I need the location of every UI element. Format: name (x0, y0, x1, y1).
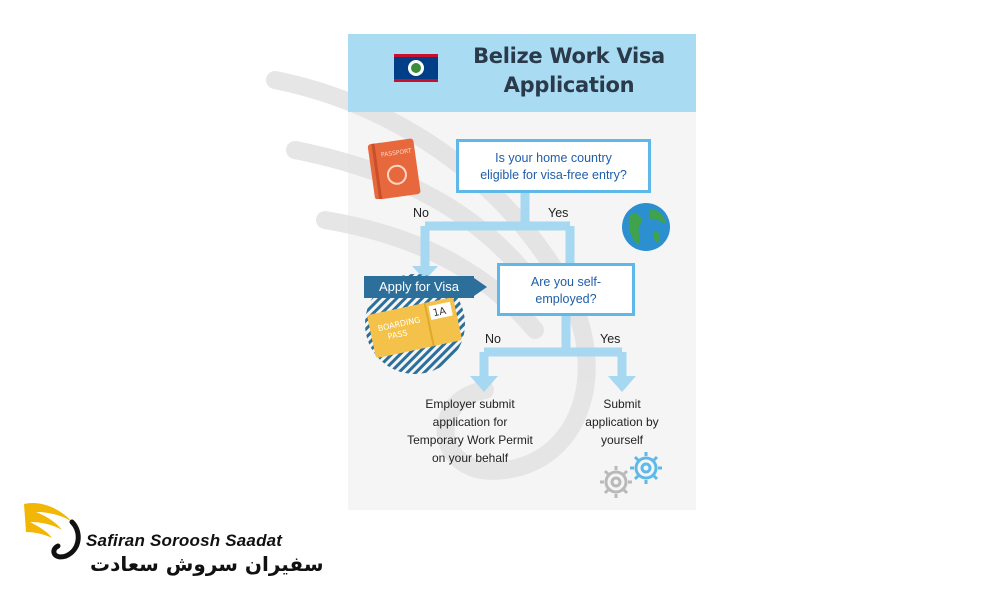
title-line-1: Belize Work Visa (473, 44, 665, 68)
result-employer-line-3: Temporary Work Permit (407, 433, 533, 447)
branch-2-yes-label: Yes (600, 332, 621, 346)
brand-name-persian: سفیران سروش سعادت (90, 552, 324, 576)
result-self-line-2: application by (585, 415, 659, 429)
question-self-employed-line-1: Are you self- (530, 275, 602, 289)
boarding-pass-illustration: BOARDING PASS 1A (365, 274, 465, 374)
globe-icon (622, 203, 670, 251)
belize-flag-icon (394, 54, 438, 82)
result-employer-line-4: on your behalf (431, 451, 509, 465)
question-self-employed-box: Are you self- employed? (497, 263, 635, 316)
result-employer-line-2: application for (432, 415, 508, 429)
boarding-pass-seat: 1A (432, 306, 447, 320)
question-self-employed-line-2: employed? (535, 292, 597, 306)
gears-icon (600, 452, 662, 498)
brand-name-english: Safiran Soroosh Saadat (86, 531, 283, 550)
question-visa-free-line-1: Is your home country (495, 151, 612, 165)
result-employer-line-1: Employer submit (425, 397, 515, 411)
brand-logo-icon (24, 502, 81, 560)
result-self: Submit application by yourself (570, 395, 674, 449)
apply-for-visa-label: Apply for Visa (364, 276, 474, 298)
title-banner: Belize Work Visa Application (348, 34, 696, 112)
result-employer: Employer submit application for Temporar… (390, 395, 550, 467)
branch-1-yes-label: Yes (548, 206, 569, 220)
question-visa-free-box: Is your home country eligible for visa-f… (456, 139, 651, 193)
title-line-2: Application (503, 73, 635, 97)
svg-text:PASSPORT: PASSPORT (381, 148, 413, 159)
branch-2-no-label: No (485, 332, 501, 346)
branch-1-no-label: No (413, 206, 429, 220)
question-visa-free-line-2: eligible for visa-free entry? (480, 168, 627, 182)
result-self-line-1: Submit (603, 397, 641, 411)
passport-icon: PASSPORT (367, 138, 421, 199)
boarding-pass-text-2: PASS (387, 328, 408, 341)
result-self-line-3: yourself (600, 433, 644, 447)
